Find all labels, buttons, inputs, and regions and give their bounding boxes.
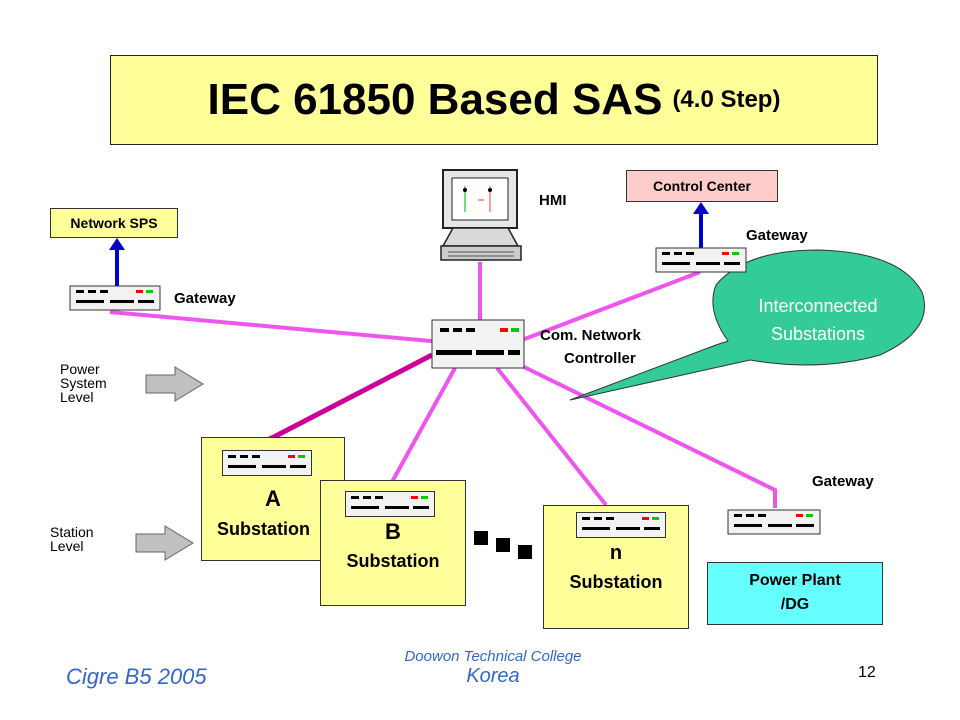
link-gateway-left	[109, 310, 476, 347]
gateway-right-device	[655, 247, 747, 273]
substation-b-letter: B	[385, 519, 401, 544]
callout-line1: Interconnected	[758, 296, 878, 316]
callout-bubble	[569, 249, 925, 401]
gateway-power-plant-device	[727, 509, 821, 535]
power-plant-line2: /DG	[780, 596, 810, 613]
com-network-label-line1: Com. Network	[540, 327, 641, 344]
com-network-label-line2: Controller	[564, 350, 636, 367]
substation-a-name: Substation	[217, 519, 310, 539]
footer-institution-line2: Korea	[466, 665, 520, 687]
gateway-left-device	[69, 285, 161, 311]
power-plant-box: Power Plant /DG	[707, 562, 883, 625]
substation-n-letter: n	[609, 542, 623, 564]
power-system-level-line3: Level	[60, 389, 94, 405]
network-controller-device	[431, 319, 525, 369]
link-power-plant	[519, 363, 777, 508]
callout-line2: Substations	[770, 324, 866, 344]
control-center-label: Control Center	[653, 178, 751, 194]
link-substation-n	[495, 366, 608, 507]
arrow-control-center	[693, 202, 709, 214]
network-sps-label: Network SPS	[70, 215, 158, 231]
page-number: 12	[858, 664, 876, 681]
substation-n-device	[576, 512, 666, 538]
hmi-computer-icon	[440, 169, 522, 261]
title-banner: IEC 61850 Based SAS (4.0 Step)	[110, 55, 878, 145]
station-level-line1: Station	[50, 524, 94, 540]
slide-subtitle: (4.0 Step)	[672, 86, 781, 113]
link-gateway-right	[521, 270, 701, 342]
footer-institution-line1: Doowon Technical College	[404, 648, 582, 665]
arrow-station-level	[135, 525, 194, 561]
substation-b-name: Substation	[346, 551, 440, 571]
substation-b-device	[345, 491, 435, 517]
arrow-power-system-level	[145, 366, 204, 402]
gateway-left-label: Gateway	[174, 290, 236, 307]
link-substation-a	[266, 352, 434, 443]
substation-a-device	[222, 450, 312, 476]
ellipsis-square-3	[518, 545, 532, 559]
gateway-right-label: Gateway	[746, 227, 808, 244]
power-system-level-label: Power System Level	[60, 362, 107, 404]
substation-a-letter: A	[265, 486, 281, 511]
footer-institution: Doowon Technical College Korea	[340, 648, 646, 688]
power-system-level-line1: Power	[60, 361, 100, 377]
ellipsis-square-2	[496, 538, 510, 552]
footer-conference: Cigre B5 2005	[66, 664, 207, 689]
control-center-box: Control Center	[626, 170, 778, 202]
gateway-power-plant-label: Gateway	[812, 473, 874, 490]
link-substation-b	[390, 367, 457, 483]
substation-b-box: B Substation	[320, 480, 466, 606]
power-system-level-line2: System	[60, 375, 107, 391]
station-level-label: Station Level	[50, 525, 94, 553]
network-sps-box: Network SPS	[50, 208, 178, 238]
station-level-line2: Level	[50, 538, 84, 554]
ellipsis-square-1	[474, 531, 488, 545]
arrow-network-sps	[109, 238, 125, 250]
callout-text: Interconnected Substations	[716, 292, 920, 348]
power-plant-line1: Power Plant	[749, 572, 841, 589]
substation-n-name: Substation	[569, 572, 663, 592]
substation-n-box: n Substation	[543, 505, 689, 629]
hmi-label: HMI	[539, 192, 567, 209]
slide-title: IEC 61850 Based SAS	[207, 75, 663, 124]
